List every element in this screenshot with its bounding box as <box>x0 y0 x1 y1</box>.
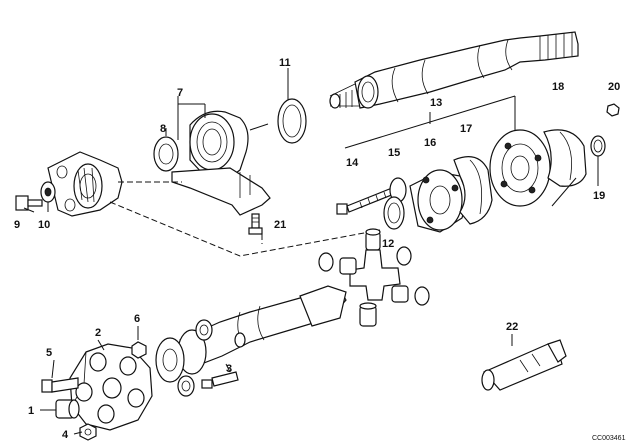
seal-ring <box>277 68 307 144</box>
label-13: 13 <box>430 97 442 109</box>
label-17: 17 <box>460 123 472 135</box>
label-2: 2 <box>95 327 101 339</box>
label-15: 15 <box>388 147 400 159</box>
label-6: 6 <box>134 313 140 325</box>
label-12: 12 <box>382 238 394 250</box>
label-5: 5 <box>46 347 52 359</box>
label-8: 8 <box>160 123 166 135</box>
label-3: 3 <box>226 363 232 375</box>
label-4: 4 <box>62 429 69 441</box>
grease-tube <box>481 334 567 391</box>
lower-shaft <box>155 285 347 397</box>
leader-lines <box>23 177 577 435</box>
cv-joint-group <box>336 95 620 233</box>
flex-disc <box>41 341 153 441</box>
label-21: 21 <box>274 219 286 231</box>
label-9: 9 <box>14 219 20 231</box>
label-16: 16 <box>424 137 436 149</box>
bearing-bolt <box>248 213 263 235</box>
main-shaft <box>329 31 579 109</box>
label-14: 14 <box>346 157 359 169</box>
label-18: 18 <box>552 81 564 93</box>
flange-yoke <box>15 151 123 217</box>
link-line <box>109 201 381 257</box>
universal-joint <box>318 228 430 327</box>
label-20: 20 <box>608 81 620 93</box>
label-10: 10 <box>38 219 50 231</box>
label-19: 19 <box>593 190 605 202</box>
label-7: 7 <box>177 87 183 99</box>
center-bearing <box>153 96 271 216</box>
label-1: 1 <box>28 405 34 417</box>
label-22: 22 <box>506 321 518 333</box>
label-11: 11 <box>279 57 291 69</box>
diagram-code: CC003461 <box>592 435 626 442</box>
